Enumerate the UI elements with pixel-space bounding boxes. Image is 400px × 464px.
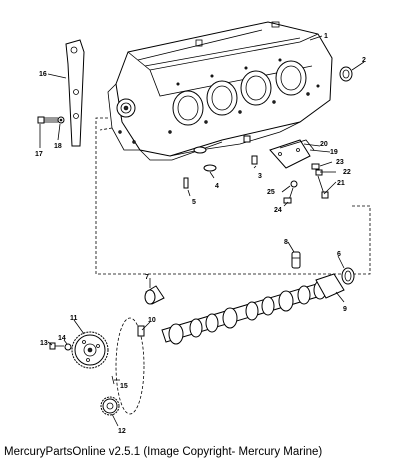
- callout-12: 12: [118, 428, 126, 435]
- callout-3: 3: [258, 173, 262, 180]
- engine-block: [107, 21, 333, 161]
- callout-8: 8: [284, 239, 288, 246]
- image-caption: MercuryPartsOnline v2.5.1 (Image Copyrig…: [4, 446, 323, 458]
- callout-4: 4: [215, 183, 219, 190]
- leader-lines: [39, 35, 365, 427]
- dowel-pin-15: [111, 375, 115, 385]
- callout-6: 6: [337, 251, 341, 258]
- core-plug-2: [339, 66, 353, 82]
- plate-bolt: [283, 180, 298, 204]
- crankshaft-sprocket: [100, 396, 120, 416]
- callout-22: 22: [343, 169, 351, 176]
- callout-16: 16: [39, 71, 47, 78]
- callout-7: 7: [145, 274, 149, 281]
- cover-plate: [269, 139, 315, 169]
- callout-1: 1: [324, 33, 328, 40]
- sprocket-bolt: [49, 342, 72, 351]
- fitting-assembly: [311, 163, 329, 199]
- callout-21: 21: [337, 180, 345, 187]
- callout-14: 14: [58, 335, 66, 342]
- callout-17: 17: [35, 151, 43, 158]
- dowel-pins: [183, 155, 258, 189]
- valve-lifter: [291, 251, 301, 269]
- callout-20: 20: [320, 141, 328, 148]
- mount-bolt: [37, 116, 65, 124]
- engine-block-exploded-diagram: 1 2 3 4 5 6 7 8 9 10 11 12 13 14 15 16 1…: [35, 21, 371, 435]
- callout-5: 5: [192, 199, 196, 206]
- callout-10: 10: [148, 317, 156, 324]
- callout-11: 11: [70, 315, 78, 322]
- callout-25: 25: [267, 189, 275, 196]
- camshaft: [161, 273, 345, 345]
- cam-bearing-rear: [341, 267, 355, 285]
- callout-2: 2: [362, 57, 366, 64]
- chain-link: [137, 325, 145, 337]
- camshaft-sprocket: [71, 331, 109, 369]
- callout-23: 23: [336, 159, 344, 166]
- callout-24: 24: [274, 207, 282, 214]
- cam-bearing-front: [144, 285, 165, 305]
- callout-9: 9: [343, 306, 347, 313]
- callout-15: 15: [120, 383, 128, 390]
- timing-chain: [115, 317, 145, 415]
- callout-18: 18: [54, 143, 62, 150]
- explode-line: [99, 127, 113, 131]
- explode-line: [95, 117, 371, 275]
- engine-mount-bracket: [65, 39, 85, 147]
- callout-13: 13: [40, 340, 48, 347]
- callout-19: 19: [330, 149, 338, 156]
